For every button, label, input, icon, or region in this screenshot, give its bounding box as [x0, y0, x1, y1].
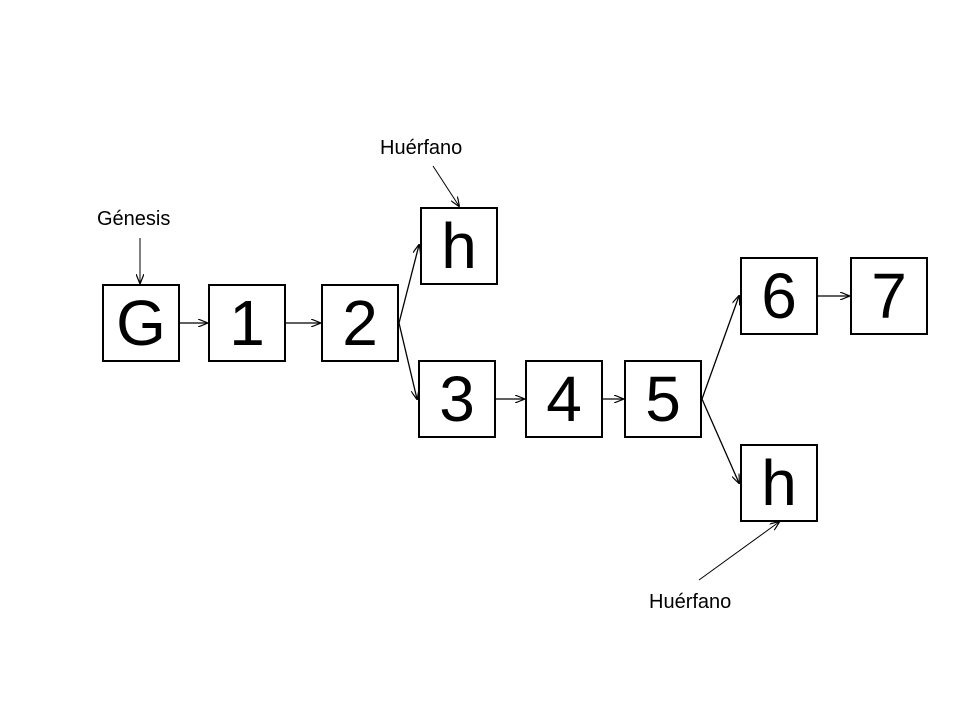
edge-5-to-orphan-bottom: [701, 398, 739, 483]
block-genesis[interactable]: G: [102, 284, 180, 362]
orphan-top-label: Huérfano: [380, 137, 463, 159]
block-2[interactable]: 2: [321, 284, 399, 362]
block-6[interactable]: 6: [740, 257, 818, 335]
block-4[interactable]: 4: [525, 360, 603, 438]
genesis-label: Génesis: [97, 208, 171, 230]
block-orphan-bottom[interactable]: h: [740, 444, 818, 522]
block-orphan-top[interactable]: h: [420, 207, 498, 285]
block-1[interactable]: 1: [208, 284, 286, 362]
edge-5-to-6: [701, 296, 739, 400]
block-7[interactable]: 7: [850, 257, 928, 335]
block-5[interactable]: 5: [624, 360, 702, 438]
orphan-bottom-label: Huérfano: [649, 591, 732, 613]
edge-2-to-orphan-top: [398, 245, 419, 324]
orphan-bottom-callout-pointer: [698, 522, 779, 581]
orphan-top-callout-pointer: [432, 165, 459, 206]
edge-2-to-3: [398, 322, 417, 399]
block-3[interactable]: 3: [418, 360, 496, 438]
